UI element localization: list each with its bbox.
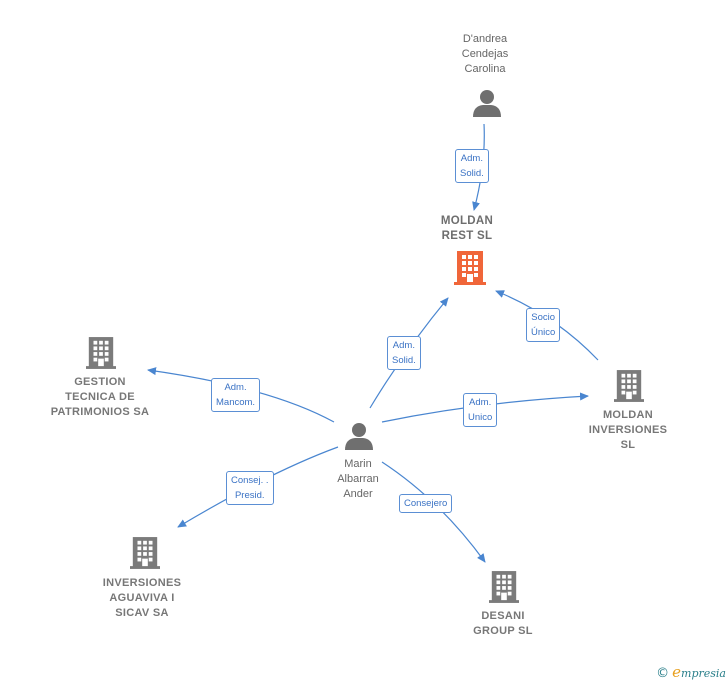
edge-label-marin-desani: Consejero	[399, 494, 453, 513]
edge-label-marin-gestion: Adm. Mancom.	[211, 378, 261, 412]
inversiones-building-icon[interactable]	[130, 536, 160, 575]
inversiones-label[interactable]: INVERSIONES AGUAVIVA I SICAV SA	[102, 577, 182, 619]
moldan-inversiones-building-icon[interactable]	[614, 369, 644, 408]
desani-label[interactable]: DESANI GROUP SL	[473, 610, 533, 637]
edge-label-marin-rest: Adm. Solid.	[387, 336, 421, 370]
desani-building-icon[interactable]	[489, 570, 519, 609]
edge-label-marin-inversiones: Consej. . Presid.	[226, 471, 274, 505]
dandrea-person-icon[interactable]	[473, 88, 501, 123]
gestion-label[interactable]: GESTION TECNICA DE PATRIMONIOS SA	[50, 376, 150, 418]
dandrea-label[interactable]: D'andrea Cendejas Carolina	[461, 33, 509, 75]
edge-label-marin-moldaninv: Adm. Unico	[463, 393, 498, 427]
moldan-inversiones-label[interactable]: MOLDAN INVERSIONES SL	[588, 409, 668, 451]
marin-label[interactable]: Marin Albarran Ander	[337, 458, 379, 500]
edge-label-inv-rest: Socio Único	[526, 308, 561, 342]
moldan-rest-label[interactable]: MOLDAN REST SL	[440, 215, 494, 242]
moldan-rest-building-icon[interactable]	[454, 250, 486, 291]
marin-person-icon[interactable]	[345, 421, 373, 456]
gestion-building-icon[interactable]	[86, 336, 116, 375]
edge-label-dandrea-rest: Adm. Solid.	[455, 149, 489, 183]
empresia-logo[interactable]: ©empresia	[656, 663, 726, 681]
